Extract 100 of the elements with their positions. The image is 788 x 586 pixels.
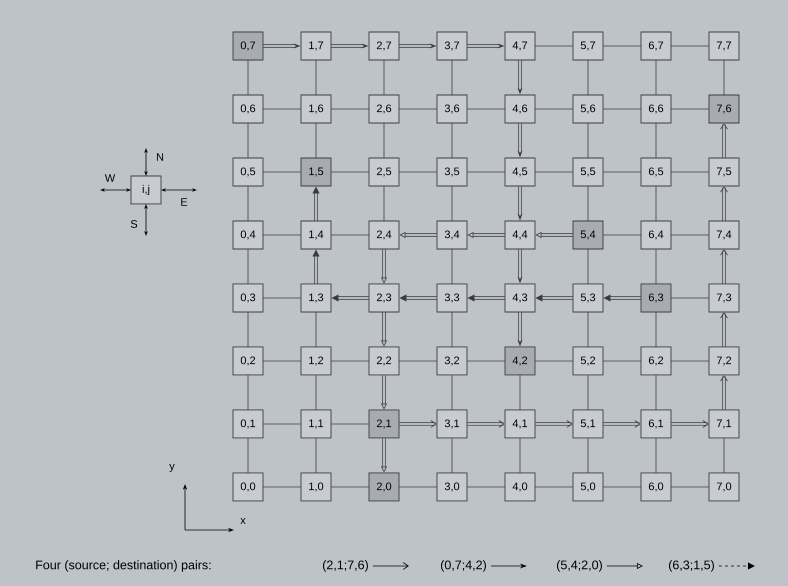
link-line: [603, 108, 641, 110]
router-box: 1,6: [300, 94, 332, 124]
link-line: [331, 486, 369, 488]
link-line: [331, 360, 369, 362]
router-box: 5,0: [572, 472, 604, 502]
router-box: 6,7: [640, 32, 672, 60]
router-box: 7,5: [708, 158, 740, 186]
link-line: [331, 108, 369, 110]
router-box: 2,7: [368, 32, 400, 60]
router-box: 1,5: [300, 158, 332, 186]
router-box: 4,4: [504, 220, 536, 250]
router-box: 0,7: [232, 32, 264, 60]
route-arrow: [720, 186, 728, 221]
router-box: 5,4: [572, 220, 604, 250]
direction-label: S: [130, 220, 138, 228]
link-line: [467, 486, 505, 488]
link-line: [263, 486, 301, 488]
route-arrow: [720, 123, 728, 158]
link-line: [263, 360, 301, 362]
link-line: [399, 108, 437, 110]
router-box: 2,0: [368, 472, 400, 502]
link-line: [671, 486, 709, 488]
router-box: 3,1: [436, 410, 468, 438]
link-line: [603, 234, 641, 236]
router-box: 2,3: [368, 284, 400, 312]
router-box: 4,6: [504, 94, 536, 124]
router-box: 0,3: [232, 284, 264, 312]
router-box: 6,4: [640, 220, 672, 250]
route-arrow: [467, 420, 505, 428]
router-box: 7,4: [708, 220, 740, 250]
legend-label: (5,4;2,0): [556, 560, 602, 572]
router-box: 1,4: [300, 220, 332, 250]
router-box: 1,0: [300, 472, 332, 502]
router-box: 2,5: [368, 158, 400, 186]
route-arrow: [720, 312, 728, 347]
router-box: 2,6: [368, 94, 400, 124]
router-box: 0,4: [232, 220, 264, 250]
router-box: 7,2: [708, 346, 740, 376]
route-arrow: [720, 249, 728, 284]
router-box: 6,0: [640, 472, 672, 502]
router-box: 2,1: [368, 410, 400, 438]
router-box: 4,1: [504, 410, 536, 438]
direction-label: y: [169, 464, 175, 472]
router-box: 5,7: [572, 32, 604, 60]
router-box: 1,7: [300, 32, 332, 60]
direction-label: W: [104, 174, 116, 182]
router-box: 1,3: [300, 284, 332, 312]
caption: Four (source; destination) pairs:: [36, 560, 210, 572]
router-box: 0,6: [232, 94, 264, 124]
link-line: [399, 360, 437, 362]
router-box: 7,7: [708, 32, 740, 60]
router-box: 3,6: [436, 94, 468, 124]
router-box: 6,1: [640, 410, 672, 438]
link-line: [603, 486, 641, 488]
link-line: [535, 486, 573, 488]
route-arrow: [720, 375, 728, 410]
router-box: 5,6: [572, 94, 604, 124]
link-line: [671, 360, 709, 362]
router-box: 4,2: [504, 346, 536, 376]
direction-label: x: [240, 518, 246, 524]
router-box: 0,2: [232, 346, 264, 376]
router-box: 0,0: [232, 472, 264, 502]
router-box: 2,2: [368, 346, 400, 376]
router-box: 5,1: [572, 410, 604, 438]
legend-label: (2,1;7,6): [322, 560, 368, 572]
router-box: 4,0: [504, 472, 536, 502]
route-arrow: [535, 420, 573, 428]
router-box: 7,0: [708, 472, 740, 502]
link-line: [467, 108, 505, 110]
router-box: 1,2: [300, 346, 332, 376]
router-box: 3,0: [436, 472, 468, 502]
legend-label: (0,7;4,2): [440, 560, 486, 572]
link-line: [535, 108, 573, 110]
legend-label: (6,3;1,5): [668, 560, 714, 572]
router-box: 7,6: [708, 94, 740, 124]
route-arrow: [603, 420, 641, 428]
route-arrow: [671, 420, 709, 428]
link-line: [671, 234, 709, 236]
router-box: 2,4: [368, 220, 400, 250]
router-box: 6,5: [640, 158, 672, 186]
router-box: 6,3: [640, 284, 672, 312]
link-line: [331, 234, 369, 236]
router-box: 3,7: [436, 32, 468, 60]
router-box: 4,5: [504, 158, 536, 186]
router-box: 3,3: [436, 284, 468, 312]
router-box: 1,1: [300, 410, 332, 438]
router-box: 6,6: [640, 94, 672, 124]
router-box: 6,2: [640, 346, 672, 376]
router-box: 7,3: [708, 284, 740, 312]
router-box: 5,5: [572, 158, 604, 186]
direction-label: E: [181, 198, 188, 206]
link-line: [467, 360, 505, 362]
router-box: 3,5: [436, 158, 468, 186]
link-line: [263, 108, 301, 110]
router-box: 0,5: [232, 158, 264, 186]
direction-label: N: [156, 153, 164, 161]
link-line: [399, 486, 437, 488]
router-box: 4,3: [504, 284, 536, 312]
router-box: 3,4: [436, 220, 468, 250]
router-box: i,j: [130, 176, 162, 204]
